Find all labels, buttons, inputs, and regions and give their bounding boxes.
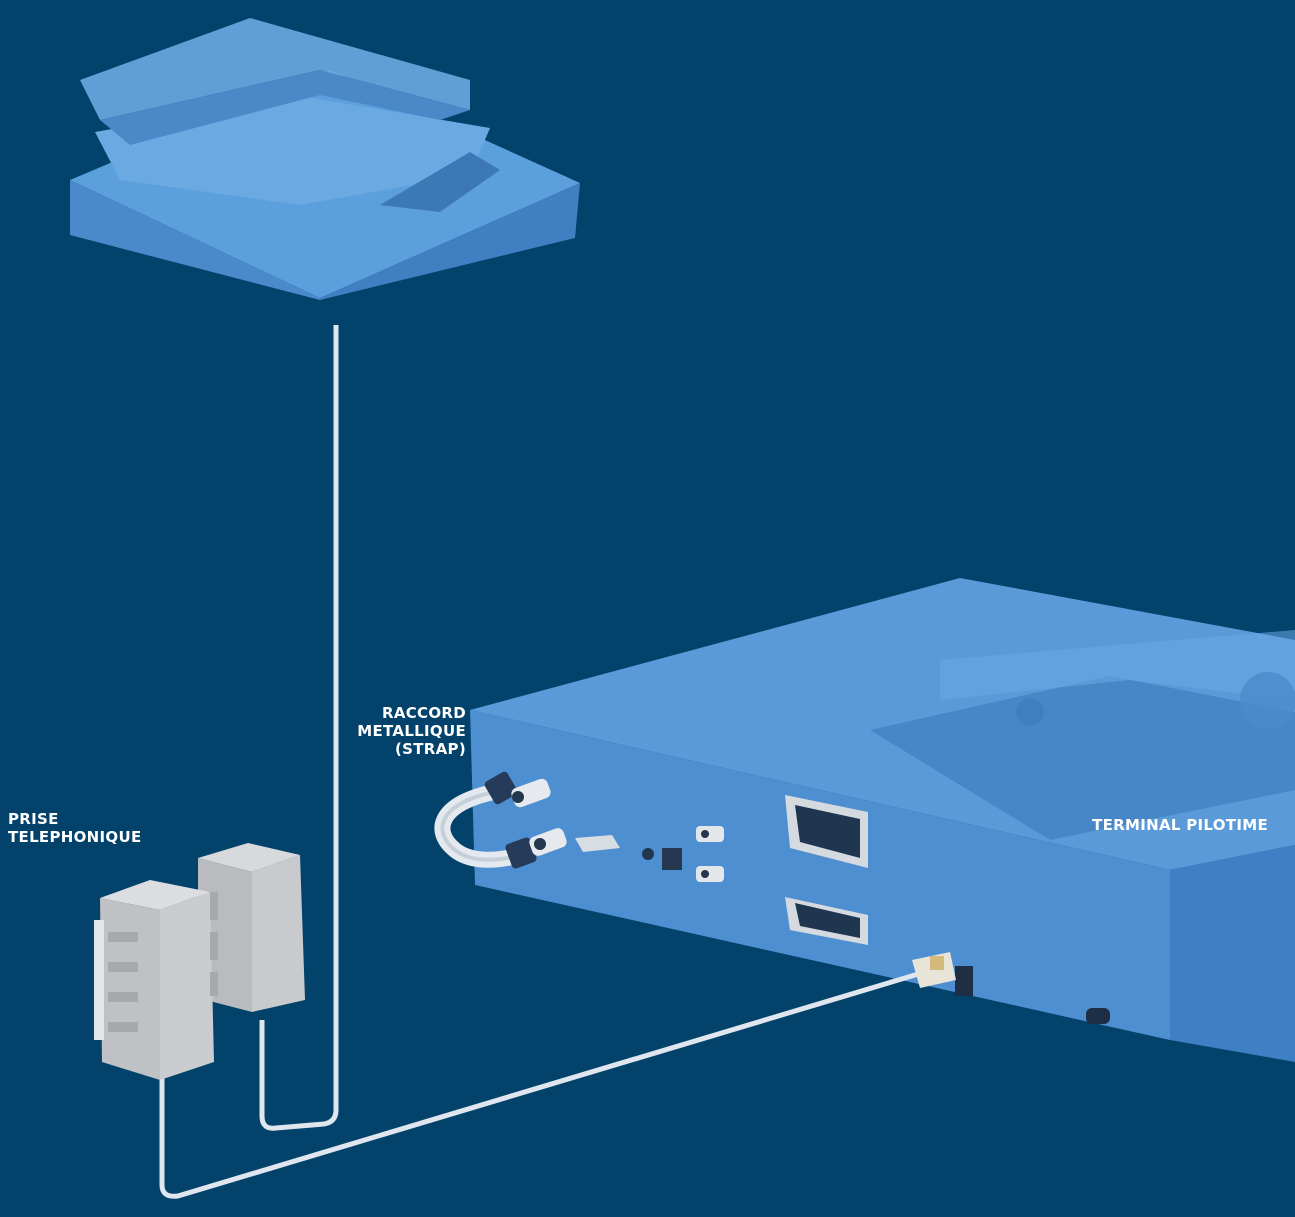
label-terminal-line-1: TERMINAL PILOTIME xyxy=(1092,816,1268,834)
small-port-square xyxy=(662,848,682,870)
metal-strap-illustration xyxy=(434,771,567,869)
rca-jack-upper xyxy=(696,826,724,842)
label-terminal-pilotime: TERMINAL PILOTIME xyxy=(1092,816,1268,834)
rca-jack-upper-hole xyxy=(701,830,709,838)
socket-back-right xyxy=(252,855,305,1012)
socket-slot-2 xyxy=(108,962,138,972)
socket-side-tab xyxy=(94,920,104,1040)
label-raccord-metallique: RACCORD METALLIQUE (STRAP) xyxy=(357,704,466,758)
phone-cord xyxy=(259,325,339,1131)
strap-nut-lower xyxy=(505,837,537,869)
terminal-pilotime-illustration xyxy=(470,578,1295,1062)
socket-slot-3 xyxy=(108,992,138,1002)
terminal-inner-knob xyxy=(1016,698,1044,726)
strap-nut-upper xyxy=(484,771,518,805)
telephone-handset xyxy=(80,18,470,120)
label-prise-telephonique: PRISE TELEPHONIQUE xyxy=(8,810,142,846)
scart-connector-lower-hole xyxy=(795,903,860,938)
small-port-flat xyxy=(575,835,620,852)
telephone-illustration xyxy=(70,18,580,300)
telephone-handset-side xyxy=(100,70,470,145)
socket-back-slot-3 xyxy=(210,972,218,996)
terminal-front-face xyxy=(470,710,1170,1040)
label-prise-line-1: PRISE xyxy=(8,810,59,828)
terminal-right-face xyxy=(1170,845,1295,1062)
telephone-socket-illustration xyxy=(94,843,305,1080)
socket-front-right xyxy=(160,892,214,1080)
telephone-cradle-shadow xyxy=(380,152,500,212)
scart-connector-upper-hole xyxy=(795,805,860,858)
small-port-round xyxy=(642,848,654,860)
socket-back-slot-1 xyxy=(210,892,218,920)
power-socket xyxy=(1086,1008,1110,1024)
label-prise-line-2: TELEPHONIQUE xyxy=(8,828,142,846)
coax-jack-lower-hole xyxy=(534,838,546,850)
telephone-base-right-side xyxy=(320,183,580,300)
socket-front-face xyxy=(100,898,160,1080)
strap-loop-shade xyxy=(440,788,522,862)
terminal-inner-panel xyxy=(870,676,1295,840)
cables xyxy=(159,325,956,1199)
socket-back-slot-2 xyxy=(210,932,218,960)
socket-front-top xyxy=(100,880,210,910)
terminal-inner-disc xyxy=(1240,672,1295,728)
telephone-base-left-side xyxy=(70,180,320,300)
socket-slot-1 xyxy=(108,932,138,942)
socket-back-top xyxy=(198,843,300,872)
terminal-inner-step xyxy=(940,630,1295,700)
label-raccord-line-2: METALLIQUE xyxy=(357,722,466,740)
socket-slot-4 xyxy=(108,1022,138,1032)
terminal-phone-port xyxy=(955,966,973,996)
telephone-line-cable xyxy=(159,969,926,1199)
coax-jack-upper-hole xyxy=(512,791,524,803)
rca-jack-lower-hole xyxy=(701,870,709,878)
label-raccord-line-1: RACCORD xyxy=(381,704,466,722)
label-raccord-line-3: (STRAP) xyxy=(395,740,466,758)
rj-plug-terminal-tip xyxy=(930,956,944,970)
rca-jack-lower xyxy=(696,866,724,882)
